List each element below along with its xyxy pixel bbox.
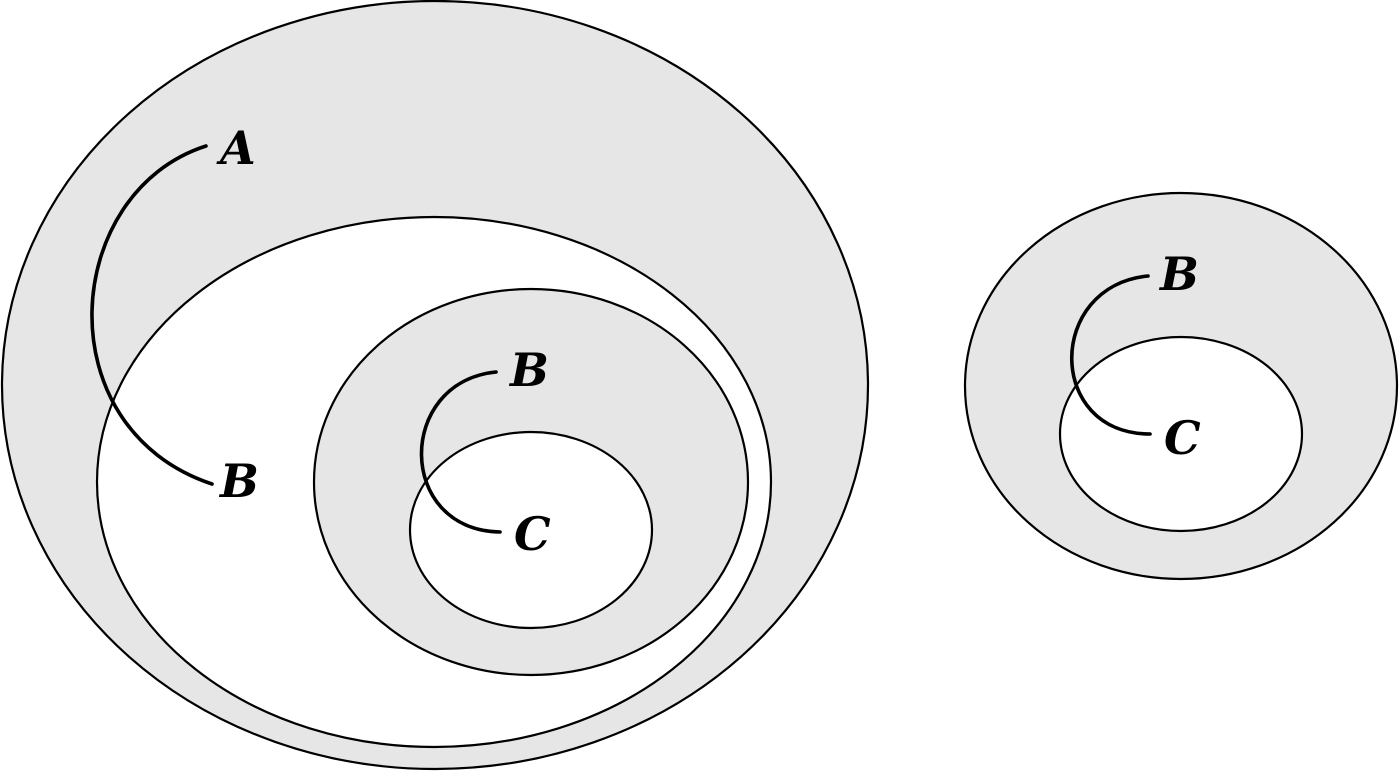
left-figure: A B B C bbox=[1, 0, 869, 770]
right-arc bbox=[1070, 274, 1152, 436]
right-white-region bbox=[1058, 335, 1304, 533]
left-inner-arc-start-label: B bbox=[508, 343, 549, 397]
right-arc-end-label: C bbox=[1164, 411, 1201, 465]
right-arc-start-label: B bbox=[1158, 247, 1199, 301]
left-inner-arc-end-label: C bbox=[514, 507, 551, 561]
left-innermost-white-region bbox=[408, 430, 654, 630]
left-outer-arc-start-label: A bbox=[216, 121, 256, 175]
right-figure: B C bbox=[963, 191, 1399, 581]
left-inner-arc bbox=[419, 370, 502, 534]
left-outer-arc-end-label: B bbox=[218, 454, 259, 508]
left-outer-arc bbox=[90, 144, 214, 486]
